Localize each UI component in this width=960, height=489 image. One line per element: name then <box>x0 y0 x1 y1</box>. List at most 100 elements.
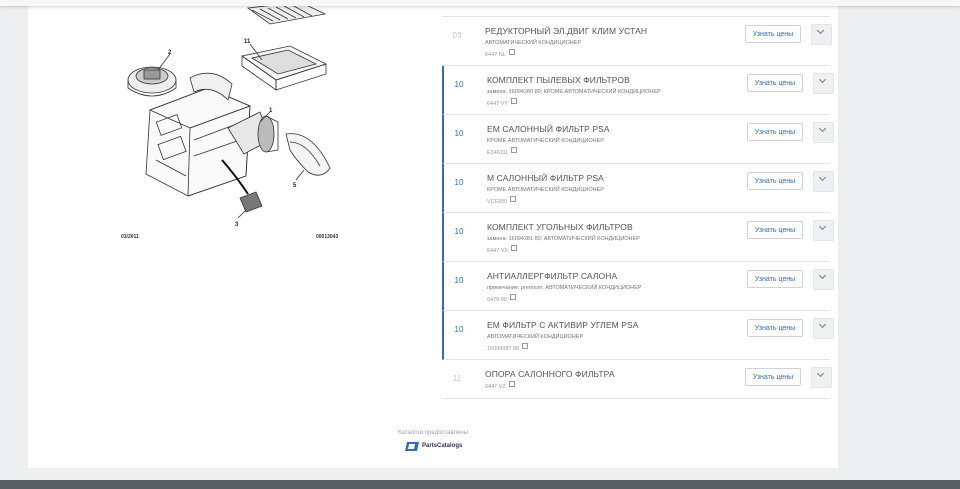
copy-icon[interactable] <box>511 245 518 251</box>
part-title[interactable]: КОМПЛЕКТ УГОЛЬНЫХ ФИЛЬТРОВ <box>487 222 633 232</box>
callout-11: 11 <box>244 39 251 45</box>
copy-icon[interactable] <box>509 294 516 300</box>
part-row: 10 АНТИАЛЛЕРГФИЛЬТР САЛОНА примечание: p… <box>442 262 834 311</box>
expand-toggle[interactable] <box>813 220 834 241</box>
chevron-down-icon <box>818 222 827 231</box>
part-description: КРОМЕ АВТОМАТИЧЕСКИЙ КОНДИЦИОНЕР <box>487 138 604 144</box>
chevron-down-icon <box>818 320 827 329</box>
callout-2: 2 <box>168 50 172 56</box>
chevron-down-icon <box>818 173 827 182</box>
part-description: замена: 16094280 80; КРОМЕ АВТОМАТИЧЕСКИ… <box>487 89 661 95</box>
part-title[interactable]: ЕМ ФИЛЬТР С АКТИВИР УГЛЕМ PSA <box>487 320 639 330</box>
part-row: 10 М САЛОННЫЙ ФИЛЬТР PSA КРОМЕ АВТОМАТИЧ… <box>442 164 834 213</box>
part-title[interactable]: КОМПЛЕКТ ПЫЛЕВЫХ ФИЛЬТРОВ <box>487 75 630 85</box>
part-row: 10 ЕМ САЛОННЫЙ ФИЛЬТР PSA КРОМЕ АВТОМАТИ… <box>442 115 834 164</box>
expand-toggle[interactable] <box>811 24 832 45</box>
part-code-text: VCF330 <box>487 199 508 205</box>
part-number: 10 <box>454 276 464 285</box>
diagram-date-code: 03/2011 <box>121 234 139 240</box>
part-number: 11 <box>452 374 462 383</box>
part-description: АВТОМАТИЧЕСКИЙ КОНДИЦИОНЕР <box>487 334 584 340</box>
diagram-part-duct <box>285 133 331 176</box>
get-prices-button[interactable]: Узнать цены <box>745 368 801 386</box>
get-prices-button[interactable]: Узнать цены <box>747 172 803 190</box>
diagram-part-filter-tray <box>241 45 328 91</box>
part-code: 16099987 80 <box>487 343 529 352</box>
copy-icon[interactable] <box>510 196 517 202</box>
expand-toggle[interactable] <box>813 269 834 290</box>
part-code-text: 16099987 80 <box>487 346 520 352</box>
part-description: примечание: premium; АВТОМАТИЧЕСКИЙ КОНД… <box>487 285 642 291</box>
diagram-part-blower-motor <box>127 66 177 97</box>
part-code-text: 6447 VX <box>487 248 509 254</box>
expand-toggle[interactable] <box>813 122 834 143</box>
callout-3: 3 <box>235 222 239 228</box>
part-row: 10 КОМПЛЕКТ ПЫЛЕВЫХ ФИЛЬТРОВ замена: 160… <box>442 66 834 115</box>
copy-icon[interactable] <box>522 343 529 349</box>
diagram-part-resistor <box>221 159 263 213</box>
part-code: 6447 VX <box>487 245 518 254</box>
partscatalogs-brand: PartsCatalogs <box>422 443 463 449</box>
part-number: 10 <box>454 227 464 236</box>
chevron-down-icon <box>816 26 825 35</box>
part-number: 03 <box>452 31 462 40</box>
part-title[interactable]: РЕДУКТОРНЫЙ ЭЛ.ДВИГ КЛИМ УСТАН <box>485 26 648 36</box>
copy-icon[interactable] <box>508 381 515 387</box>
part-row: 10 КОМПЛЕКТ УГОЛЬНЫХ ФИЛЬТРОВ замена: 16… <box>442 213 834 262</box>
part-code-text: 6447 VZ <box>485 384 506 390</box>
part-description: АВТОМАТИЧЕСКИЙ КОНДИЦИОНЕР <box>485 40 582 46</box>
diagram-part-hvac-housing <box>145 72 252 197</box>
expand-toggle[interactable] <box>813 73 834 94</box>
chevron-down-icon <box>818 75 827 84</box>
part-code: 6447 NL <box>485 49 515 58</box>
part-row: 10 ЕМ ФИЛЬТР С АКТИВИР УГЛЕМ PSA АВТОМАТ… <box>442 311 834 360</box>
get-prices-button[interactable]: Узнать цены <box>747 123 803 141</box>
part-description: КРОМЕ АВТОМАТИЧЕСКИЙ КОНДИЦИОНЕР <box>487 187 604 193</box>
part-number: 10 <box>454 325 464 334</box>
diagram-ref-code: 00013043 <box>316 234 339 240</box>
part-description: замена: 16094281 80; АВТОМАТИЧЕСКИЙ КОНД… <box>487 236 640 242</box>
part-number: 10 <box>454 129 464 138</box>
part-code: VCF330 <box>487 196 517 205</box>
part-code: 6479 90 <box>487 294 516 303</box>
expand-toggle[interactable] <box>811 367 832 388</box>
part-title[interactable]: М САЛОННЫЙ ФИЛЬТР PSA <box>487 173 604 183</box>
get-prices-button[interactable]: Узнать цены <box>745 25 801 43</box>
chevron-down-icon <box>818 271 827 280</box>
part-row: 03 РЕДУКТОРНЫЙ ЭЛ.ДВИГ КЛИМ УСТАН АВТОМА… <box>442 17 832 66</box>
part-title[interactable]: ЕМ САЛОННЫЙ ФИЛЬТР PSA <box>487 124 610 134</box>
chevron-down-icon <box>816 369 825 378</box>
part-code-text: E146111 <box>487 150 509 156</box>
part-number: 10 <box>454 178 464 187</box>
get-prices-button[interactable]: Узнать цены <box>747 74 803 92</box>
diagram-part-actuator <box>227 111 279 155</box>
catalog-credits: Каталоги предоставлены <box>398 430 468 436</box>
part-code-text: 6447 NL <box>485 52 506 58</box>
chevron-down-icon <box>818 124 827 133</box>
footer-band <box>0 480 960 489</box>
partscatalogs-logo-icon <box>405 441 419 451</box>
get-prices-button[interactable]: Узнать цены <box>747 270 803 288</box>
expand-toggle[interactable] <box>813 171 834 192</box>
parts-list: 6447 NL 03 РЕДУКТОРНЫЙ ЭЛ.ДВИГ КЛИМ УСТА… <box>442 0 834 399</box>
part-title[interactable]: ОПОРА САЛОННОГО ФИЛЬТРА <box>485 369 615 379</box>
expand-toggle[interactable] <box>813 318 834 339</box>
callout-1: 1 <box>269 108 273 114</box>
copy-icon[interactable] <box>508 49 515 55</box>
copy-icon[interactable] <box>511 147 518 153</box>
parts-diagram: 11 2 1 5 3 <box>127 1 331 228</box>
partscatalogs-link[interactable]: PartsCatalogs <box>405 441 462 451</box>
part-code: E146111 <box>487 147 518 156</box>
part-code-text: 6447 VY <box>487 101 509 107</box>
part-code-text: 6479 90 <box>487 297 507 303</box>
get-prices-button[interactable]: Узнать цены <box>747 319 803 337</box>
copy-icon[interactable] <box>511 98 518 104</box>
top-bar <box>0 0 960 6</box>
part-title[interactable]: АНТИАЛЛЕРГФИЛЬТР САЛОНА <box>487 271 618 281</box>
part-number: 10 <box>454 80 464 89</box>
part-code: 6447 VZ <box>485 381 515 390</box>
part-row: 11 ОПОРА САЛОННОГО ФИЛЬТРА 6447 VZ Узнат… <box>442 360 832 399</box>
part-code: 6447 VY <box>487 98 518 107</box>
get-prices-button[interactable]: Узнать цены <box>747 221 803 239</box>
callout-5: 5 <box>293 183 297 189</box>
